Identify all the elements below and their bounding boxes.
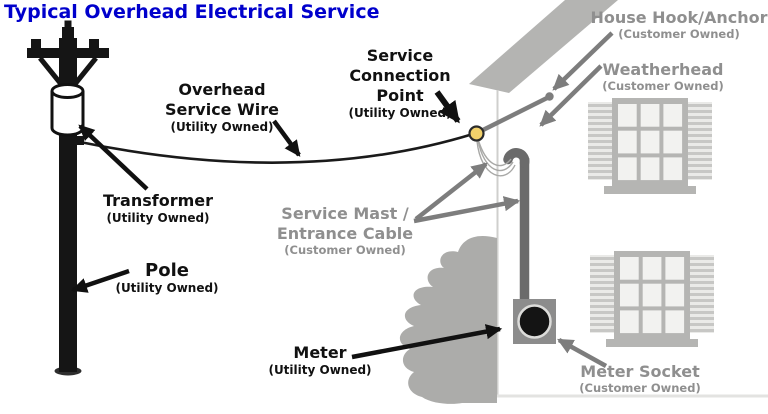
owner-line: (Utility Owned)	[348, 106, 452, 120]
arrow-overhead-service-wire	[272, 119, 301, 157]
owner-line: (Utility Owned)	[115, 281, 219, 295]
crossarm	[27, 48, 109, 58]
label-weatherhead: Weatherhead (Customer Owned)	[602, 60, 723, 93]
arrow-transformer	[78, 124, 149, 191]
owner-line: (Utility Owned)	[106, 211, 210, 225]
shutter-right	[688, 102, 712, 180]
shutter-left	[588, 102, 612, 180]
weatherhead-pipe	[503, 148, 530, 168]
arrow-pole	[70, 268, 130, 293]
meter-dial	[517, 304, 552, 339]
label-meter: Meter (Utility Owned)	[268, 343, 371, 377]
label-line: Service Wire	[165, 100, 279, 119]
label-line: Entrance Cable	[276, 224, 414, 243]
utility-pole	[27, 20, 109, 376]
label-line: House Hook/Anchor	[590, 8, 768, 27]
label-line: Overhead	[178, 80, 266, 99]
bush	[399, 235, 497, 404]
shutter-right	[690, 255, 714, 333]
label-line: Transformer	[102, 191, 214, 210]
label-line: Connection	[349, 66, 451, 85]
label-line: Service Mast /	[281, 204, 409, 223]
house-hook-anchor	[545, 92, 554, 101]
arrow-house-hook	[552, 31, 614, 91]
owner-line: (Customer Owned)	[579, 381, 701, 395]
label-house-hook: House Hook/Anchor (Customer Owned)	[590, 8, 767, 41]
owner-line: (Utility Owned)	[170, 120, 274, 134]
label-line: Service	[366, 46, 434, 65]
house-roof	[469, 0, 618, 93]
label-overhead-service-wire: Overhead Service Wire (Utility Owned)	[165, 80, 279, 134]
label-pole: Pole (Utility Owned)	[115, 260, 219, 296]
window-upper	[588, 98, 712, 194]
black-arrows	[70, 90, 503, 360]
owner-line: (Customer Owned)	[602, 79, 724, 93]
drip-loops	[476, 138, 516, 177]
pole-top-insulator	[64, 20, 72, 29]
arrow-weatherhead	[539, 64, 603, 127]
label-line: Pole	[145, 260, 189, 281]
shutter-left	[590, 255, 614, 333]
label-service-connection-point: Service Connection Point (Utility Owned)	[348, 46, 451, 120]
label-meter-socket: Meter Socket (Customer Owned)	[579, 362, 700, 395]
window-sill	[606, 339, 698, 347]
window-sill	[604, 186, 696, 194]
window-panes	[620, 257, 685, 334]
arrow-service-connection-point	[434, 90, 461, 124]
arrow-service-mast-right	[413, 196, 521, 224]
crossarm-insulator-right	[89, 39, 99, 49]
window-panes	[618, 104, 683, 181]
arrow-service-mast-upper	[414, 162, 488, 221]
house-hook-wire	[476, 95, 550, 135]
owner-line: (Customer Owned)	[618, 27, 740, 41]
arrow-meter	[351, 324, 503, 360]
gray-arrows	[413, 31, 614, 368]
label-line: Meter	[293, 343, 347, 362]
crossarm-insulator-left	[31, 39, 41, 49]
label-line: Meter Socket	[580, 362, 700, 381]
wire-bracket	[76, 136, 84, 145]
pole-top-cap	[62, 27, 74, 39]
diagram-title: Typical Overhead Electrical Service	[4, 1, 380, 23]
label-line: Point	[376, 86, 424, 105]
window-lower	[590, 251, 714, 347]
arrow-meter-socket	[557, 338, 608, 368]
owner-line: (Customer Owned)	[284, 243, 406, 257]
service-connection-point-dot	[468, 125, 485, 142]
overhead-service-wire-line	[79, 132, 474, 164]
transformer-top	[50, 83, 85, 99]
label-transformer: Transformer (Utility Owned)	[103, 191, 213, 225]
owner-line: (Utility Owned)	[268, 363, 372, 377]
label-line: Weatherhead	[602, 60, 724, 79]
label-service-mast: Service Mast / Entrance Cable (Customer …	[277, 204, 413, 257]
